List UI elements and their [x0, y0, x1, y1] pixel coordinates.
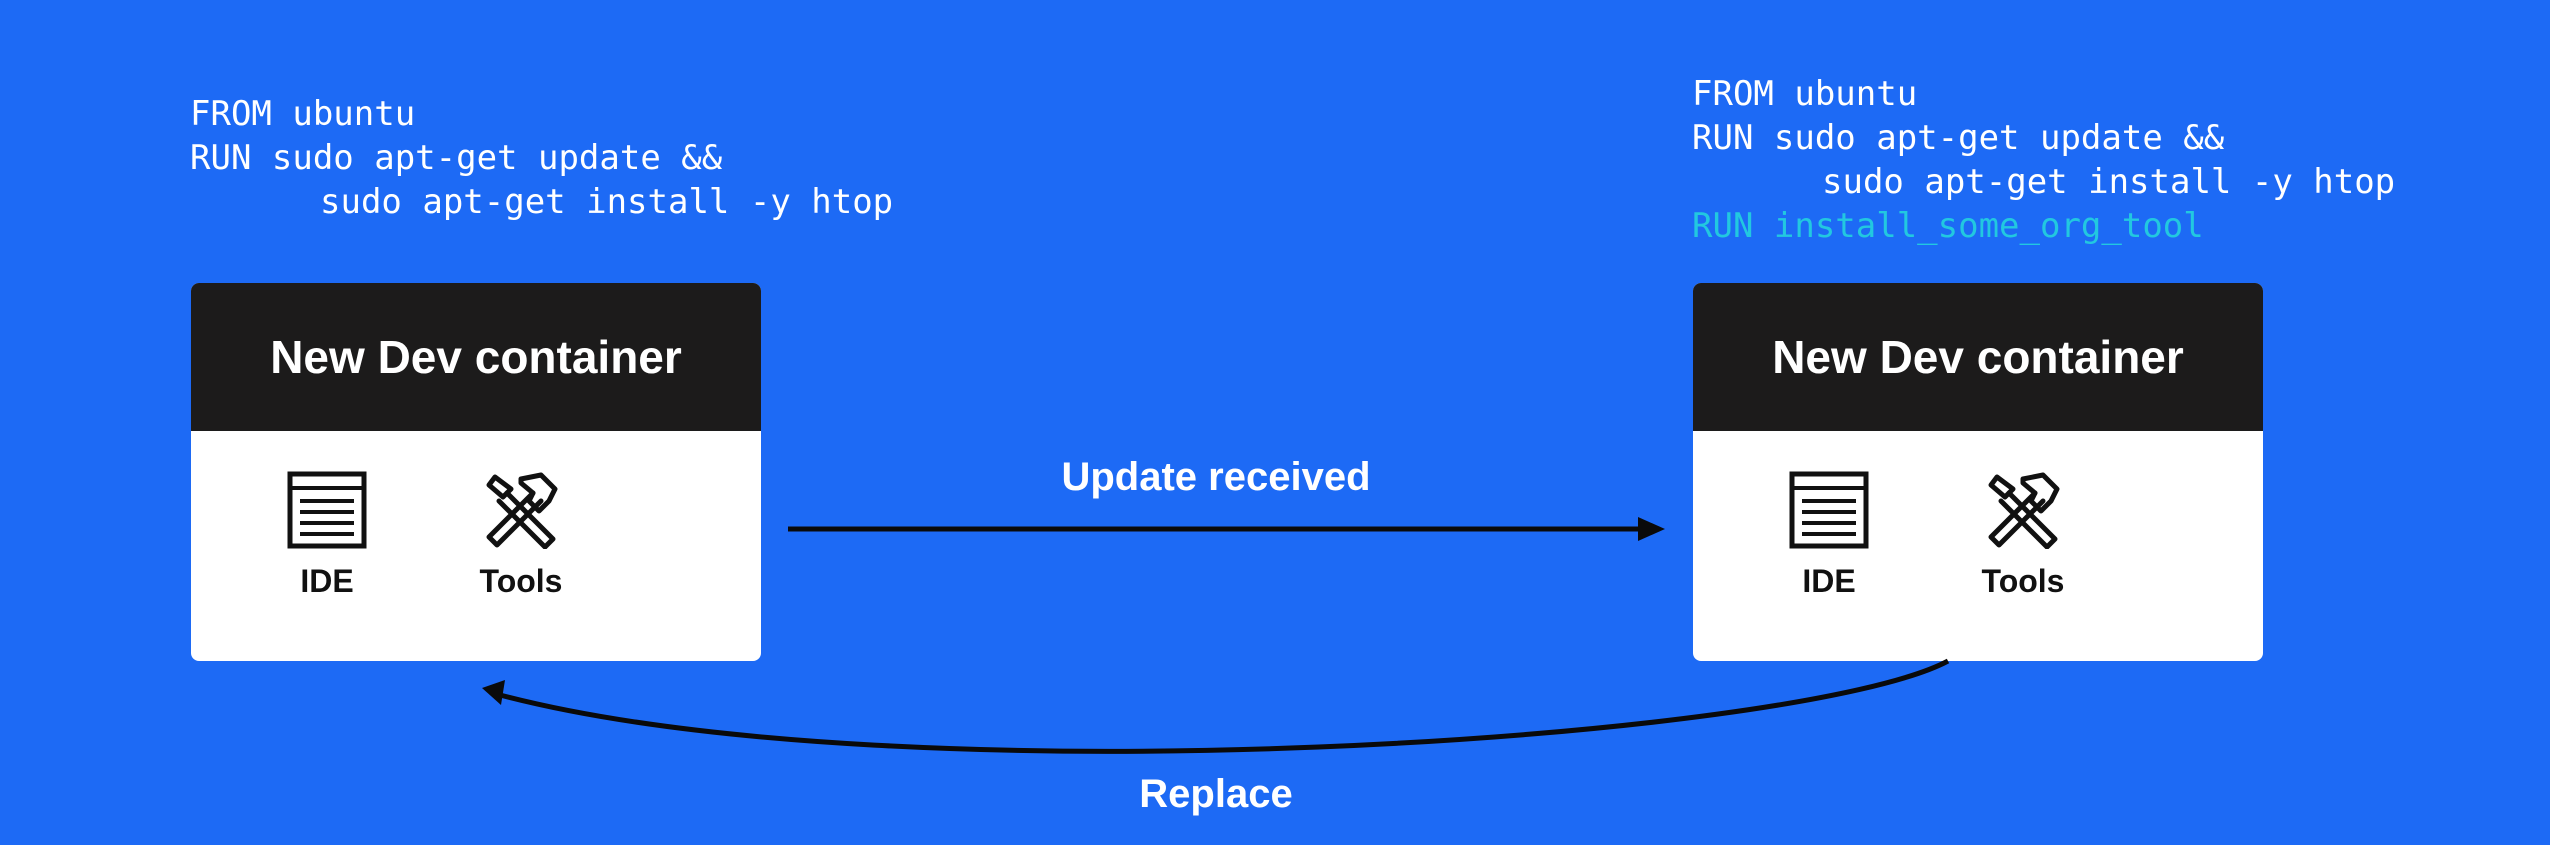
code-line: FROM ubuntu: [1692, 74, 1918, 114]
item-label: IDE: [300, 563, 354, 599]
code-line: sudo apt-get install -y htop: [320, 182, 894, 222]
ide-item: IDE: [247, 471, 407, 600]
tools-item: Tools: [441, 471, 601, 600]
ide-window-icon: [1789, 471, 1869, 549]
code-line: sudo apt-get install -y htop: [1822, 162, 2396, 202]
card-body: IDE Tools: [191, 431, 761, 661]
card-title: New Dev container: [191, 283, 761, 431]
replace-arrowhead: [482, 680, 505, 705]
update-arrowhead: [1638, 517, 1665, 541]
code-line: FROM ubuntu: [190, 94, 416, 134]
code-line: RUN sudo apt-get update &&: [190, 138, 723, 178]
right-dev-container-card: New Dev container IDE Tool: [1693, 283, 2263, 661]
card-body: IDE Tools: [1693, 431, 2263, 661]
tools-icon: [486, 472, 558, 549]
ide-item: IDE: [1749, 471, 1909, 600]
replace-arrow: [499, 658, 1950, 754]
code-line: RUN sudo apt-get update &&: [1692, 118, 2225, 158]
replace-label: Replace: [1139, 772, 1293, 816]
left-dev-container-card: New Dev container IDE Tool: [191, 283, 761, 661]
card-title: New Dev container: [1693, 283, 2263, 431]
tools-item: Tools: [1943, 471, 2103, 600]
update-received-label: Update received: [1061, 455, 1371, 499]
tools-icon: [1988, 472, 2060, 549]
item-label: Tools: [1981, 563, 2065, 599]
item-label: Tools: [479, 563, 563, 599]
ide-window-icon: [287, 471, 367, 549]
item-label: IDE: [1802, 563, 1856, 599]
added-code-line: RUN install_some_org_tool: [1692, 206, 2204, 246]
